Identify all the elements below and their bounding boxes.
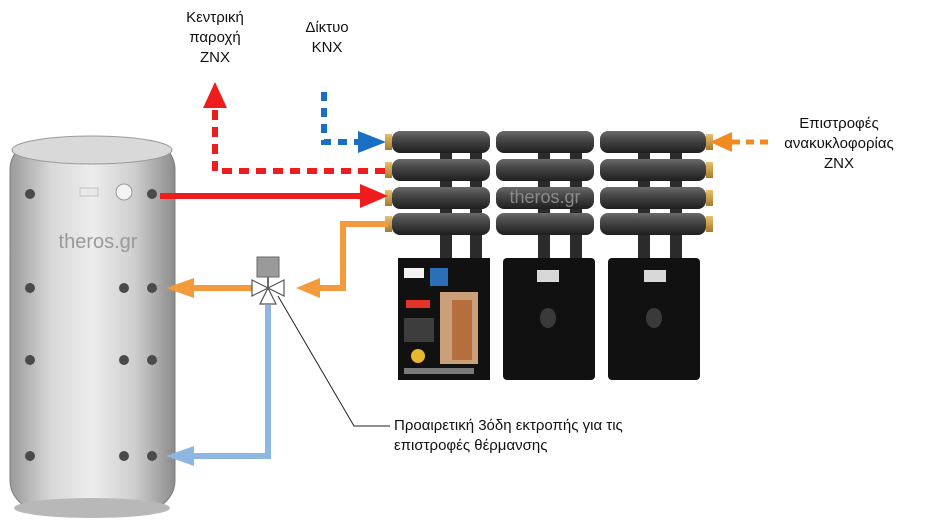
manifold-end-cap xyxy=(706,216,713,232)
manifold-end-cap xyxy=(706,134,713,150)
manifold-icon xyxy=(385,131,713,265)
knx-network-label: Δίκτυο KNX xyxy=(305,19,349,56)
valve-leader-line xyxy=(277,295,390,427)
recirculation-return-flow xyxy=(710,132,768,152)
manifold-end-cap xyxy=(385,134,392,150)
tank-watermark: theros.gr xyxy=(59,231,138,253)
manifold-pipe-segment xyxy=(392,213,490,235)
return-bypass-flow xyxy=(166,305,271,466)
manifold-pipe-segment xyxy=(600,131,706,153)
manifold-end-cap xyxy=(706,190,713,206)
manifold-end-cap xyxy=(706,162,713,178)
manifold-end-cap xyxy=(385,216,392,232)
manifold-pipe-segment xyxy=(392,131,490,153)
manifold-end-cap xyxy=(385,162,392,178)
station-module-icon xyxy=(608,258,700,380)
arrow-left-icon xyxy=(166,278,194,298)
station-module-open xyxy=(398,258,490,380)
knx-network-flow xyxy=(321,92,386,153)
central-supply-flow xyxy=(203,82,385,174)
arrow-left-icon xyxy=(296,278,320,298)
recirculation-label: Επιστροφές ανακυκλοφορίας ZNX xyxy=(784,115,894,172)
three-way-valve-icon xyxy=(251,256,285,305)
arrow-right-icon xyxy=(360,184,388,208)
arrow-up-icon xyxy=(203,82,227,108)
manifold-pipe-segment xyxy=(392,187,490,209)
arrow-right-icon xyxy=(358,131,386,153)
manifold-end-cap xyxy=(385,190,392,206)
heating-return-flow xyxy=(166,221,388,298)
manifold-watermark: theros.gr xyxy=(509,187,580,207)
manifold-pipe-segment xyxy=(600,159,706,181)
manifold-pipe-segment xyxy=(392,159,490,181)
manifold-pipe-segment xyxy=(496,187,594,209)
tank-supply-flow xyxy=(160,184,388,208)
optional-valve-caption: Προαιρετική 3όδη εκτροπής για τις επιστρ… xyxy=(394,417,623,454)
arrow-left-icon xyxy=(166,446,194,466)
manifold-pipe-segment xyxy=(600,213,706,235)
arrow-left-icon xyxy=(710,132,732,152)
manifold-pipe-segment xyxy=(496,131,594,153)
manifold-pipe-segment xyxy=(496,159,594,181)
buffer-tank-icon xyxy=(9,135,176,518)
central-supply-label: Κεντρική παροχή ZNX xyxy=(186,9,244,66)
manifold-pipe-segment xyxy=(496,213,594,235)
station-module-icon xyxy=(503,258,595,380)
manifold-pipe-segment xyxy=(600,187,706,209)
